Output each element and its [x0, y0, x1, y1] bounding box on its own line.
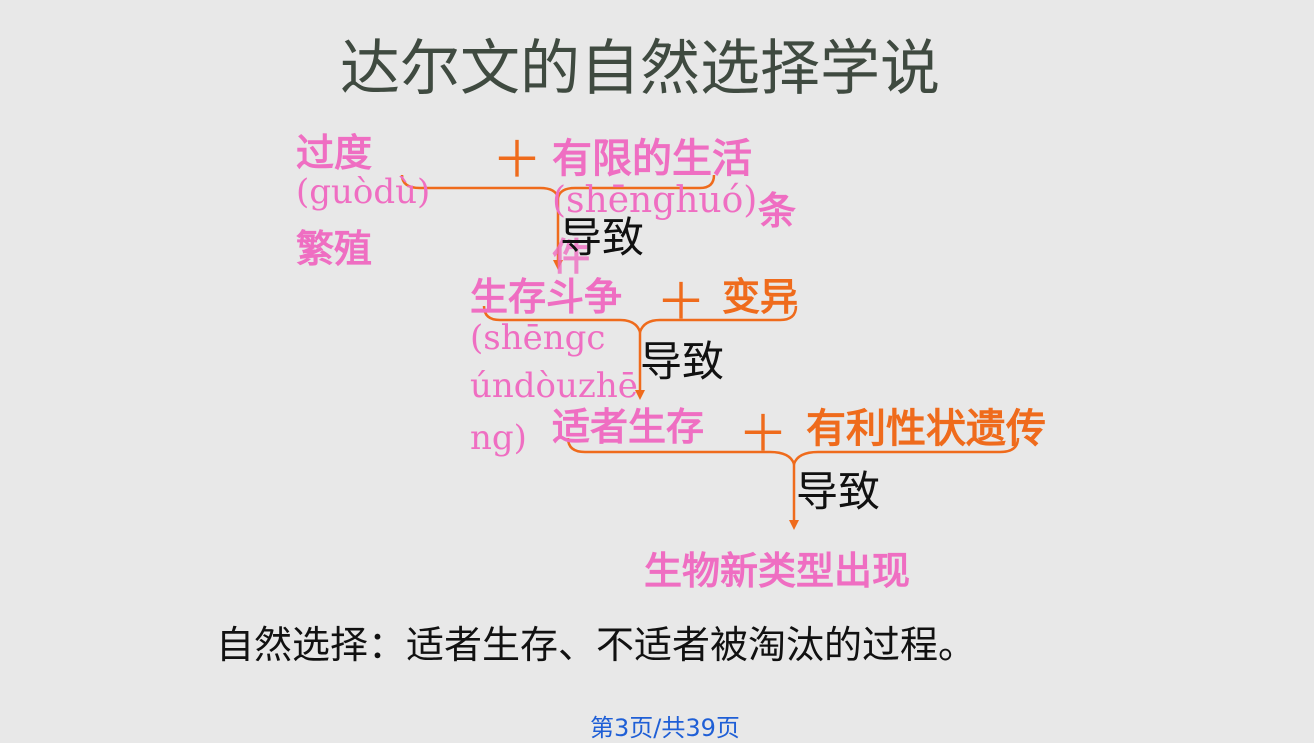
result-new-species: 生物新类型出现	[644, 548, 911, 593]
term-overbreeding-tail: 繁殖	[296, 226, 373, 271]
plus-sign-row3: ＋	[738, 405, 788, 463]
term-overbreeding: 过度	[296, 130, 373, 175]
natural-selection-definition: 自然选择：适者生存、不适者被淘汰的过程。	[216, 623, 977, 667]
term-limited-living-tail: 条	[758, 188, 797, 233]
term-limited-living: 有限的生活	[552, 135, 752, 182]
page-title: 达尔文的自然选择学说	[340, 34, 940, 104]
term-limited-living-tail2: 件	[552, 234, 591, 279]
plus-sign-row2: ＋	[656, 273, 706, 331]
term-favorable-inheritance: 有利性状遗传	[806, 405, 1046, 452]
plus-sign-row1: ＋	[492, 131, 542, 189]
arrow-row2-head	[635, 390, 645, 400]
term-struggle-for-existence: 生存斗争	[470, 274, 623, 319]
term-variation: 变异	[722, 274, 799, 319]
term-survival-of-fittest: 适者生存	[552, 404, 705, 449]
term-struggle-pinyin-2: úndòuzhē	[470, 366, 638, 406]
term-overbreeding-pinyin: (guòdù)	[296, 172, 431, 212]
arrow-label-row2: 导致	[640, 337, 725, 386]
arrow-row1-head	[553, 260, 563, 270]
arrow-label-row1: 导致	[560, 213, 645, 262]
page-number: 第3页/共39页	[590, 714, 740, 742]
arrow-label-row3: 导致	[796, 467, 881, 516]
arrow-row3-head	[789, 520, 799, 530]
term-limited-living-pinyin: (shēnghuó)	[552, 180, 758, 221]
term-struggle-pinyin-1: (shēngc	[470, 318, 606, 358]
term-struggle-pinyin-3: ng)	[470, 418, 527, 458]
